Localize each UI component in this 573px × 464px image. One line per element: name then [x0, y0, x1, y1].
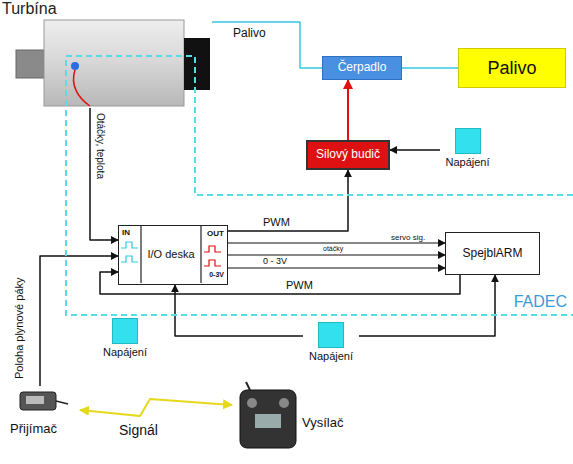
receiver-icon — [20, 392, 56, 410]
connector — [80, 399, 232, 416]
edge-label: Otáčky, teplota — [95, 112, 107, 180]
power-square — [112, 318, 138, 344]
power-node: Napájení — [303, 322, 359, 370]
connector — [390, 149, 440, 151]
edge-label: PWM — [262, 216, 291, 229]
edge-label: Poloha plynové páky — [13, 276, 26, 380]
connector — [402, 67, 458, 69]
transmitter-stick — [279, 398, 289, 408]
io-stroke — [121, 256, 138, 262]
edge-label: Signál — [118, 422, 159, 438]
connector — [359, 275, 495, 336]
node-text: FADEC — [514, 293, 567, 311]
turbine-shaft — [16, 50, 44, 78]
driver-box: Silový budič — [306, 140, 390, 170]
connector — [40, 256, 118, 386]
receiver: Přijímač — [8, 386, 80, 444]
controller-box: SpejblARM — [445, 232, 540, 275]
edge-label: 0 - 3V — [262, 256, 288, 266]
io-stroke — [140, 226, 141, 283]
pump-box: Čerpadlo — [322, 56, 402, 80]
node-text: Turbína — [2, 0, 57, 18]
node-text: Palivo — [487, 58, 536, 79]
node-text: Silový budič — [316, 148, 380, 162]
io-stroke — [204, 260, 221, 266]
connector — [212, 22, 322, 68]
node-text: Napájení — [103, 346, 147, 359]
connector — [90, 108, 118, 240]
connector — [228, 254, 445, 255]
fadec-dashed-border — [66, 56, 573, 315]
fadec-region: FADEC IN I/O deska OUT 0-3V SpejblARM — [65, 55, 573, 317]
power-square — [318, 322, 344, 348]
node-text: SpejblARM — [462, 247, 522, 261]
node-text: OUT — [207, 229, 224, 238]
transmitter: Vysílač — [232, 380, 366, 458]
receiver-label-plate — [26, 396, 44, 404]
transmitter-stick — [247, 398, 257, 408]
io-board: IN I/O deska OUT 0-3V — [118, 225, 228, 285]
connector — [347, 80, 349, 140]
node-text: Vysílač — [302, 416, 343, 431]
turbine-exhaust — [184, 38, 210, 90]
transmitter-screen — [255, 414, 281, 428]
transmitter-icon — [240, 390, 296, 448]
power-node: Napájení — [440, 128, 495, 176]
io-stroke — [200, 226, 201, 283]
edge-label: Palivo — [232, 27, 267, 41]
node-text: IN — [122, 228, 130, 237]
connector — [175, 285, 303, 336]
node-text: 0-3V — [209, 271, 224, 279]
io-stroke — [121, 242, 138, 248]
receiver-antenna — [56, 401, 68, 404]
connector — [228, 242, 445, 243]
io-stroke — [204, 246, 221, 252]
sensor-wire — [73, 70, 90, 106]
node-text: Napájení — [445, 156, 489, 169]
power-node: Napájení — [97, 318, 153, 366]
transmitter-antenna — [246, 382, 250, 390]
sensor-dot — [71, 62, 79, 70]
connector — [228, 170, 348, 231]
edge-label: PWM — [285, 279, 314, 292]
edge-label: servo sig. — [390, 233, 426, 242]
power-square — [455, 128, 481, 154]
node-text: Napájení — [309, 350, 353, 363]
node-text: Čerpadlo — [338, 61, 387, 75]
connector — [228, 267, 445, 268]
turbine: Turbína — [0, 0, 212, 108]
edge-label: otáčky — [322, 245, 344, 253]
node-text: I/O deska — [141, 248, 201, 261]
fuel-tank-box: Palivo — [458, 48, 566, 88]
node-text: Přijímač — [10, 422, 57, 437]
